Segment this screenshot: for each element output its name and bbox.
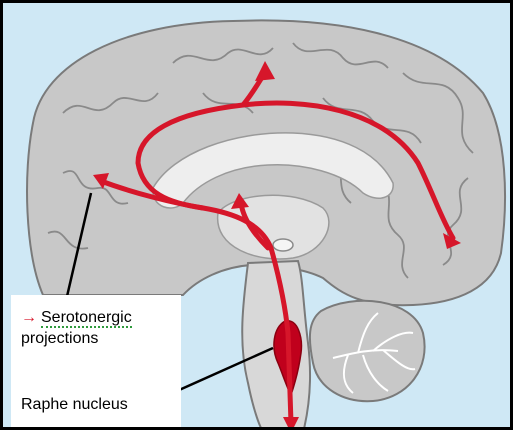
red-arrow-icon: → (21, 309, 37, 326)
legend-term-suffix: projections (21, 330, 98, 348)
legend-term: Serotonergic (41, 309, 132, 328)
ventricle-spot (273, 239, 293, 251)
legend-entry: →Serotonergic (21, 309, 132, 327)
raphe-nucleus-label: Raphe nucleus (21, 396, 128, 414)
